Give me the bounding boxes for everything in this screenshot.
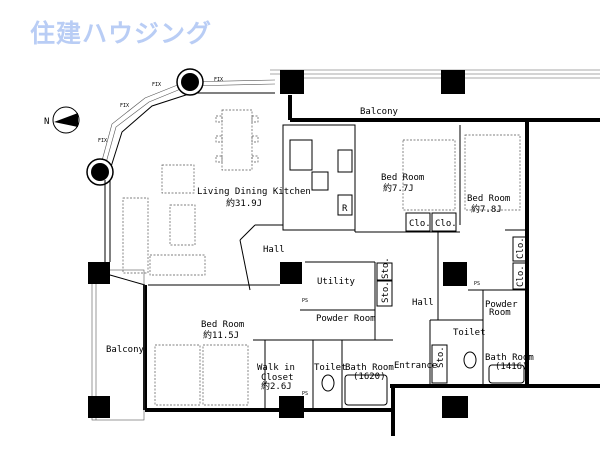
toilet-fixture [463,351,477,369]
room-label-toilet-right: Toilet [453,328,486,338]
column [279,396,304,418]
room-label-powder-left: Powder Room [316,314,376,324]
storage [376,262,393,281]
storage-label: Sto. [436,346,446,368]
dining-table [215,109,259,171]
room-size-ldk: 約31.9J [226,197,262,209]
closet [512,262,528,290]
column [280,262,302,284]
ps-label: PS [302,391,308,397]
toilet-fixture [321,374,335,392]
room-label-powder-right: Powder [485,300,518,310]
compass-label: N [44,117,49,127]
column [280,70,304,94]
bed [402,139,456,211]
column [88,396,110,418]
column [88,262,110,284]
column [441,70,465,94]
bed [202,344,249,406]
curved-facade: FIX FIX FIX FIX [98,77,276,171]
column [442,396,468,418]
fix-label: FIX [152,82,161,88]
room-label-bed2: Bed Room [467,194,510,204]
bathtub [344,374,388,406]
storage-label: Sto. [381,257,391,279]
column [91,163,109,181]
room-size-bed1: 約7.7J [383,182,414,194]
room-label-walkin: Closet [261,373,294,383]
room-label-walkin: Walk in [257,363,295,373]
room-label-hall-left: Hall [263,245,285,255]
closet [405,212,431,232]
room-label-ldk: Living Dining Kitchen [197,187,311,197]
bed [154,344,201,406]
closet-label: Clo. [409,219,431,229]
company-logo: 住建ハウジング [30,19,213,48]
room-label-hall-right: Hall [412,298,434,308]
fridge-label: R [342,204,348,214]
closet-label: Clo. [516,237,526,259]
storage [431,344,448,384]
interior-walls [148,124,527,410]
north-compass-icon: N [44,106,80,134]
room-label-bath-right: Bath Room [485,353,534,363]
room-label-bed3: Bed Room [201,320,244,330]
room-label-bath-left: Bath Room [345,363,394,373]
room-label-balcony-top: Balcony [360,107,399,117]
closet-label: Clo. [435,219,457,229]
room-label-entrance: Entrance [394,361,437,371]
closet [431,212,457,232]
ps-label: PS [474,281,480,287]
wall [109,274,146,286]
room-label-bed1: Bed Room [381,173,424,183]
bed [464,134,521,211]
room-label-balcony-left: Balcony [106,345,145,355]
column [181,73,199,91]
ps-label: PS [302,298,308,304]
sofa [122,164,206,276]
room-size-bath-right: (1416) [495,362,528,372]
top-balcony: Balcony [270,69,600,122]
room-size-bed3: 約11.5J [203,329,239,341]
storage [376,280,393,307]
fix-label: FIX [120,103,129,109]
closet-label: Clo. [516,265,526,287]
kitchen: R [289,139,353,216]
bathtub [488,364,525,384]
room-label-utility: Utility [317,277,356,287]
room-label-toilet-left: Toilet [314,363,347,373]
storage-label: Sto. [381,281,391,303]
room-size-walkin: 約2.6J [261,380,292,392]
fix-label: FIX [214,77,223,83]
room-size-bath-left: (1620) [353,372,386,382]
room-label-powder-right: Room [489,308,511,318]
closet [512,236,528,262]
room-size-bed2: 約7.8J [471,203,502,215]
column [443,262,467,286]
fix-label: FIX [98,138,107,144]
